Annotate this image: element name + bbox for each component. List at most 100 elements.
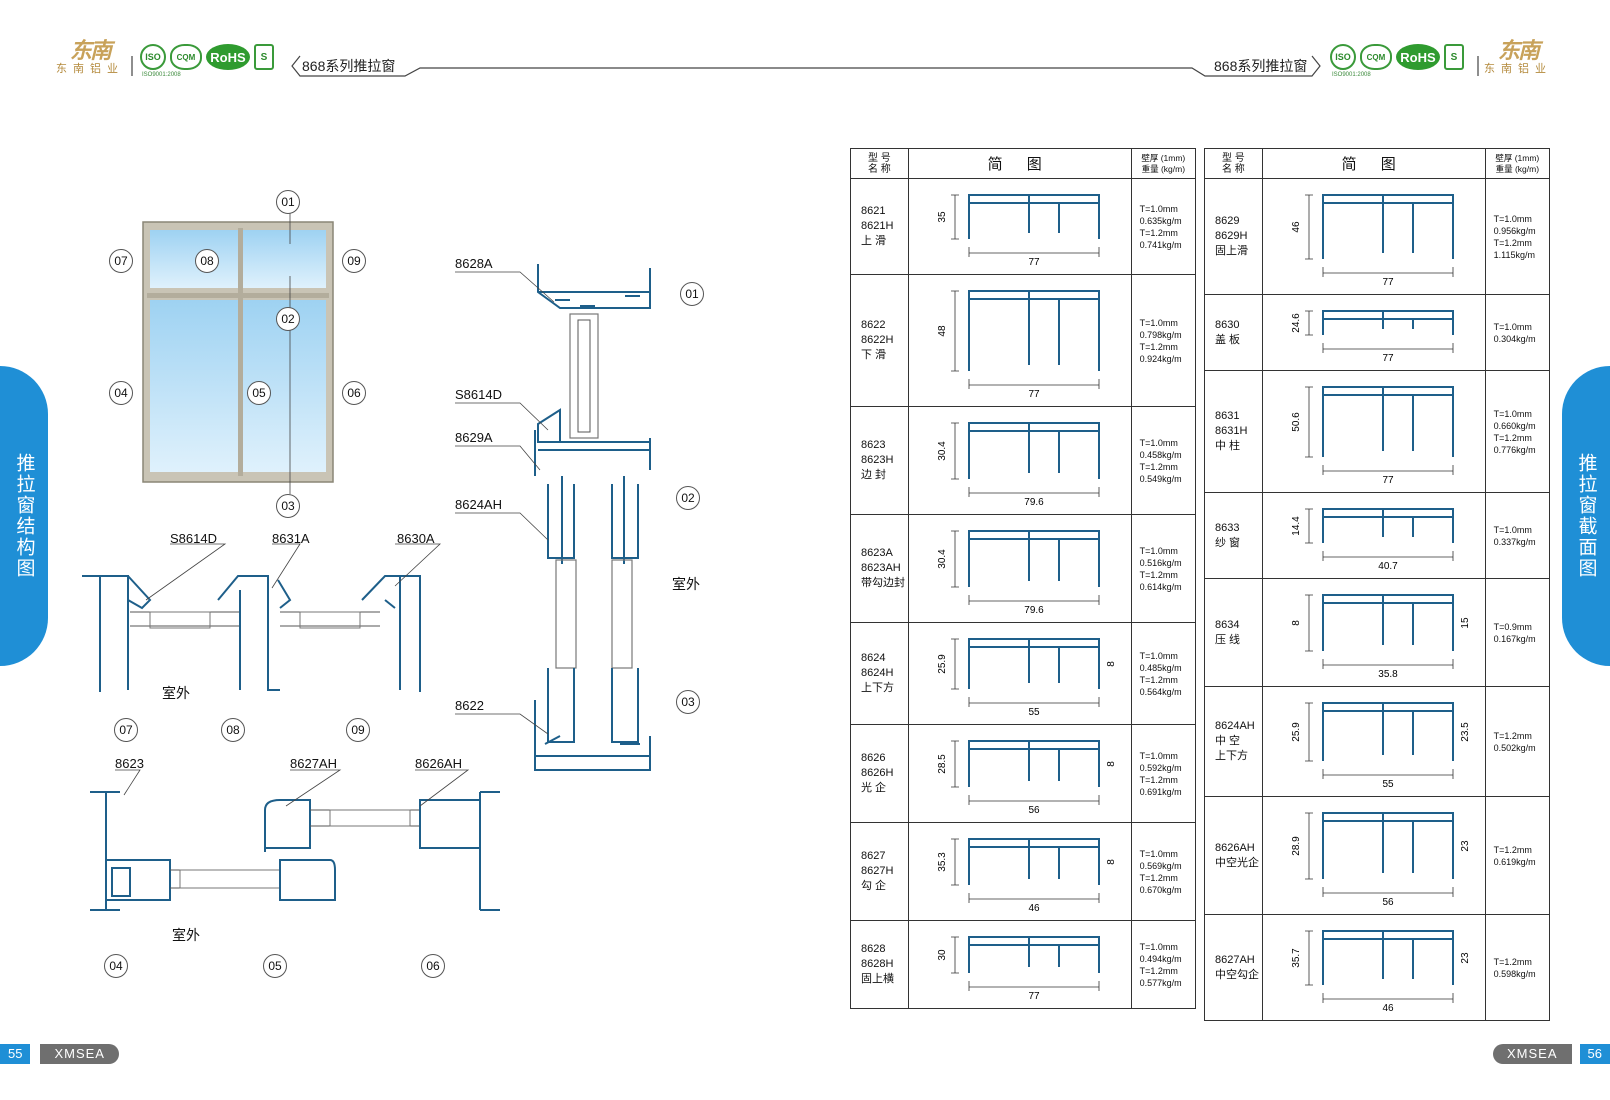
spec-line: 0.502kg/m <box>1493 742 1536 753</box>
profile-section-drawing: 30 77 <box>937 936 1100 1002</box>
rohs-cert-icon: RoHS <box>206 44 250 70</box>
window-elevation <box>142 212 334 494</box>
model-line: 8633 <box>1215 521 1240 534</box>
dim-height: 35.3 <box>937 852 948 872</box>
header-weight: 壁厚 (1mm)重量 (kg/m) <box>1484 148 1551 179</box>
cert-badges-left: ISO CQM RoHS S <box>140 44 274 70</box>
dimension-lines <box>1304 508 1454 561</box>
spec-line: 0.569kg/m <box>1139 860 1182 871</box>
header-weight: 壁厚 (1mm)重量 (kg/m) <box>1130 148 1197 179</box>
dim-width: 77 <box>1028 257 1040 268</box>
spec-line: 0.167kg/m <box>1493 633 1536 644</box>
callout-S8614D-v: S8614D <box>455 387 502 402</box>
spec-line: 0.619kg/m <box>1493 856 1536 867</box>
spec-line: T=1.0mm <box>1139 437 1178 448</box>
iso-cert-icon: ISO <box>140 44 166 70</box>
dimension-lines <box>1304 386 1454 475</box>
callout-8626AH: 8626AH <box>415 756 462 771</box>
dim-extra: 23 <box>1460 840 1471 852</box>
spec-line: T=1.2mm <box>1139 341 1178 352</box>
top-horizontal-section <box>82 575 421 692</box>
profile-section-drawing: 30.479.6 <box>937 422 1100 508</box>
profile-outline <box>967 530 1100 587</box>
callout-8623: 8623 <box>115 756 144 771</box>
h-marker-07: 07 <box>114 718 138 742</box>
outside-label-vertical: 室外 <box>672 576 700 592</box>
spec-line: 0.691kg/m <box>1139 786 1182 797</box>
model-line: 8624AH <box>1215 720 1255 732</box>
bottom-horizontal-section <box>90 791 500 911</box>
model-line: 8622H <box>861 334 894 346</box>
model-line: 8627H <box>861 865 894 877</box>
b-marker-04: 04 <box>104 954 128 978</box>
profile-outline <box>967 838 1100 885</box>
profile-section-drawing: 835.815 <box>1291 594 1471 680</box>
callout-8622: 8622 <box>455 698 484 713</box>
dim-height: 30 <box>937 949 948 961</box>
spec-line: T=1.0mm <box>1493 408 1532 419</box>
callout-8627AH: 8627AH <box>290 756 337 771</box>
dim-height: 28.5 <box>937 754 948 774</box>
model-line: 8623A <box>861 547 893 559</box>
cert-badges-right: ISO CQM RoHS S <box>1330 44 1464 70</box>
spec-line: T=1.2mm <box>1139 965 1178 976</box>
model-line: 8626H <box>861 767 894 779</box>
footer-left: 55 XMSEA <box>0 1044 119 1064</box>
spec-line: T=1.2mm <box>1493 237 1532 248</box>
marker-05: 05 <box>247 381 271 405</box>
marker-03: 03 <box>276 494 300 518</box>
spec-line: T=1.0mm <box>1139 317 1178 328</box>
model-line: 边 封 <box>861 469 887 481</box>
model-line: 8624 <box>861 652 886 664</box>
dimension-lines <box>950 422 1100 497</box>
dim-height: 14.4 <box>1291 516 1302 536</box>
spec-line: 0.924kg/m <box>1139 353 1182 364</box>
model-line: 盖 板 <box>1215 333 1241 346</box>
spec-line: 0.485kg/m <box>1139 662 1182 673</box>
footer-right: XMSEA 56 <box>1493 1044 1610 1064</box>
dim-extra: 15 <box>1460 617 1471 629</box>
marker-08: 08 <box>195 249 219 273</box>
profile-outline <box>1321 812 1454 879</box>
dim-width: 79.6 <box>1024 605 1044 616</box>
dim-height: 25.9 <box>1291 722 1302 742</box>
brand-footer-left: XMSEA <box>40 1044 119 1064</box>
profile-outline <box>967 290 1100 371</box>
dim-width: 77 <box>1028 991 1040 1002</box>
spec-line: T=1.2mm <box>1139 774 1178 785</box>
spec-line: 0.337kg/m <box>1493 536 1536 547</box>
spec-line: T=1.2mm <box>1493 730 1532 741</box>
model-line: 中空勾企 <box>1215 968 1259 981</box>
callout-S8614D: S8614D <box>170 531 217 546</box>
profile-outline <box>967 936 1100 973</box>
model-line: 8627AH <box>1215 953 1255 966</box>
spec-line: 0.458kg/m <box>1139 449 1182 460</box>
cert-caption-right: ISO9001:2008 <box>1332 72 1371 78</box>
header-rule <box>131 55 1479 77</box>
dimension-lines <box>950 530 1100 605</box>
model-line: 8629H <box>1215 230 1248 242</box>
dim-width: 77 <box>1028 389 1040 400</box>
side-tab-structure: 推拉窗结构图 <box>0 366 48 666</box>
spec-line: 0.577kg/m <box>1139 977 1182 988</box>
spec-line: T=1.0mm <box>1139 545 1178 556</box>
side-tab-section: 推拉窗截面图 <box>1562 366 1610 666</box>
